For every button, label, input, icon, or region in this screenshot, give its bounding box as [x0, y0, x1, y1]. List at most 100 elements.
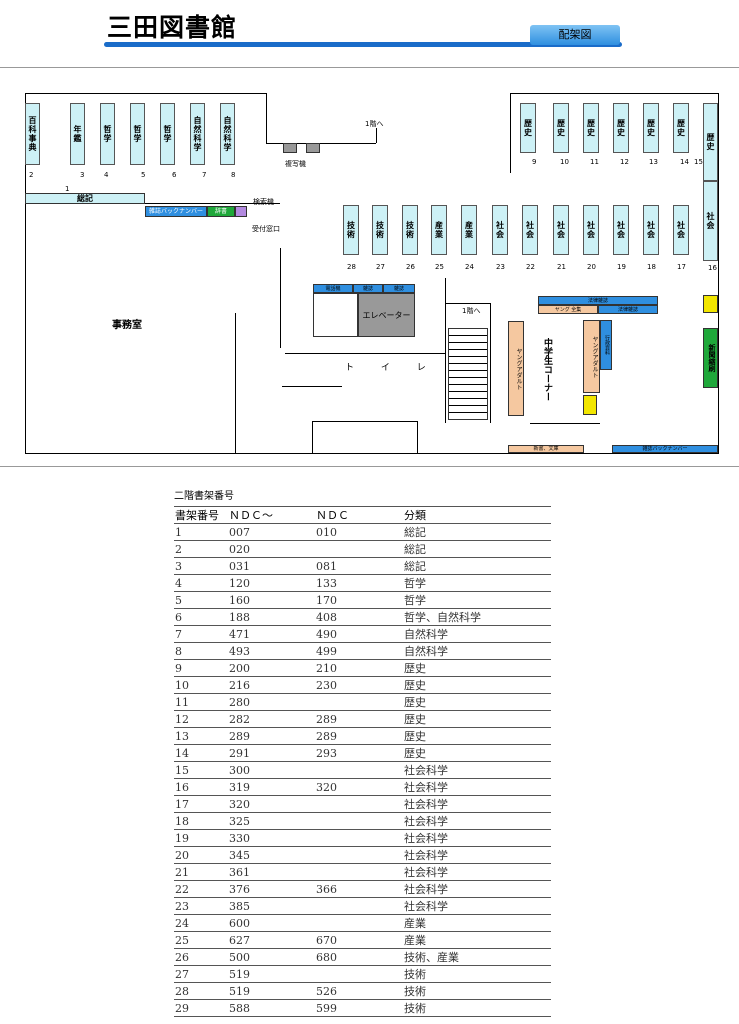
shelf-15[interactable]: 歴史 — [703, 103, 718, 181]
reception-label: 受付窓口 — [252, 225, 280, 233]
table-cell: 社会科学 — [403, 863, 551, 881]
shelf-28[interactable]: 技術 — [343, 205, 359, 255]
shelf-22[interactable]: 社会 — [522, 205, 538, 255]
table-cell: 588 — [228, 999, 315, 1017]
title-underline — [104, 42, 622, 47]
table-caption: 二階書架番号 — [174, 491, 234, 502]
shelf-7[interactable]: 自然科学 — [190, 103, 205, 165]
shelf-13[interactable]: 歴史 — [643, 103, 659, 153]
table-cell: 160 — [228, 591, 315, 609]
table-cell: 産業 — [403, 914, 551, 932]
young-collection[interactable]: ヤング 全集 — [538, 305, 598, 314]
table-cell: 526 — [315, 982, 403, 1000]
shelf-4[interactable]: 哲学 — [100, 103, 115, 165]
shelf-11[interactable]: 歴史 — [583, 103, 599, 153]
table-cell: 25 — [174, 931, 228, 949]
shelf-18[interactable]: 社会 — [643, 205, 659, 255]
shelf-1[interactable]: 総記 — [25, 193, 145, 204]
dictionary-shelf[interactable]: 辞書 — [207, 206, 235, 217]
shelf-26[interactable]: 技術 — [402, 205, 418, 255]
shelf-number: 11 — [590, 158, 599, 166]
table-cell: 230 — [315, 676, 403, 694]
copier — [283, 143, 297, 153]
table-cell: 499 — [315, 642, 403, 660]
newspaper-archive[interactable]: 新聞縮刷 — [703, 328, 718, 388]
table-cell: 330 — [228, 829, 315, 847]
table-cell: 自然科学 — [403, 642, 551, 660]
floor-map-badge[interactable]: 配架図 — [530, 25, 620, 45]
shelf-number: 27 — [376, 263, 385, 271]
shelf-number: 13 — [649, 158, 658, 166]
shelf-number: 24 — [465, 263, 474, 271]
table-cell: 216 — [228, 676, 315, 694]
table-cell: 14 — [174, 744, 228, 762]
table-cell — [315, 829, 403, 847]
table-cell: 4 — [174, 574, 228, 592]
elevator[interactable]: エレベーター — [358, 293, 415, 337]
divider — [0, 466, 739, 467]
paperbacks[interactable]: 新書、文庫 — [508, 445, 584, 453]
stairs — [448, 328, 488, 420]
shelf-24[interactable]: 産業 — [461, 205, 477, 255]
shelf-20[interactable]: 社会 — [583, 205, 599, 255]
law-magazines[interactable]: 法律雑誌 — [598, 305, 658, 314]
shelf-2[interactable]: 百科事典 — [25, 103, 40, 165]
table-cell: 歴史 — [403, 676, 551, 694]
shelf-25[interactable]: 産業 — [431, 205, 447, 255]
shelf-23[interactable]: 社会 — [492, 205, 508, 255]
table-cell: 319 — [228, 778, 315, 796]
shelf-number: 4 — [104, 171, 109, 179]
table-cell: 産業 — [403, 931, 551, 949]
table-cell: 17 — [174, 795, 228, 813]
shelf-12[interactable]: 歴史 — [613, 103, 629, 153]
shelf-number: 3 — [80, 171, 85, 179]
shelf-27[interactable]: 技術 — [372, 205, 388, 255]
table-cell: 361 — [228, 863, 315, 881]
shelf-5[interactable]: 哲学 — [130, 103, 145, 165]
magazine-rack[interactable]: 雑誌 — [353, 284, 383, 293]
table-cell: 010 — [315, 523, 403, 541]
search-terminal[interactable] — [235, 206, 247, 217]
table-cell — [315, 897, 403, 915]
law-magazines[interactable]: 法律雑誌 — [538, 296, 658, 305]
gov-docs[interactable]: 行政資料 — [600, 320, 612, 370]
table-cell: 社会科学 — [403, 812, 551, 830]
shelf-6[interactable]: 哲学 — [160, 103, 175, 165]
shelf-3[interactable]: 年鑑 — [70, 103, 85, 165]
table-cell: 210 — [315, 659, 403, 677]
table-cell: 670 — [315, 931, 403, 949]
shelf-17[interactable]: 社会 — [673, 205, 689, 255]
magazine-backnumber[interactable]: 雑誌バックナンバー — [612, 445, 718, 453]
table-cell: 081 — [315, 557, 403, 575]
magazine-rack[interactable]: 雑誌 — [383, 284, 415, 293]
young-adult-shelf[interactable]: ヤングアダルト — [508, 321, 524, 416]
table-cell: 519 — [228, 982, 315, 1000]
shelf-number: 14 — [680, 158, 689, 166]
young-adult-shelf[interactable]: ヤングアダルト — [583, 320, 600, 393]
table-cell — [315, 795, 403, 813]
stairs-label: 1階へ — [365, 120, 384, 128]
magazine-backnumber[interactable]: 雑誌バックナンバー — [145, 206, 207, 217]
shelf-16[interactable]: 社会 — [703, 181, 718, 261]
table-cell — [315, 693, 403, 711]
shelf-9[interactable]: 歴史 — [520, 103, 536, 153]
search-label: 検索機 — [253, 198, 274, 206]
table-cell: 289 — [315, 710, 403, 728]
shelf-21[interactable]: 社会 — [553, 205, 569, 255]
shelf-19[interactable]: 社会 — [613, 205, 629, 255]
table-cell: 技術 — [403, 982, 551, 1000]
shelf-8[interactable]: 自然科学 — [220, 103, 235, 165]
table-cell: 300 — [228, 761, 315, 779]
table-cell: 技術、産業 — [403, 948, 551, 966]
shelf-number: 7 — [202, 171, 207, 179]
shelf-14[interactable]: 歴史 — [673, 103, 689, 153]
yellow-box — [583, 395, 597, 415]
shelf-10[interactable]: 歴史 — [553, 103, 569, 153]
